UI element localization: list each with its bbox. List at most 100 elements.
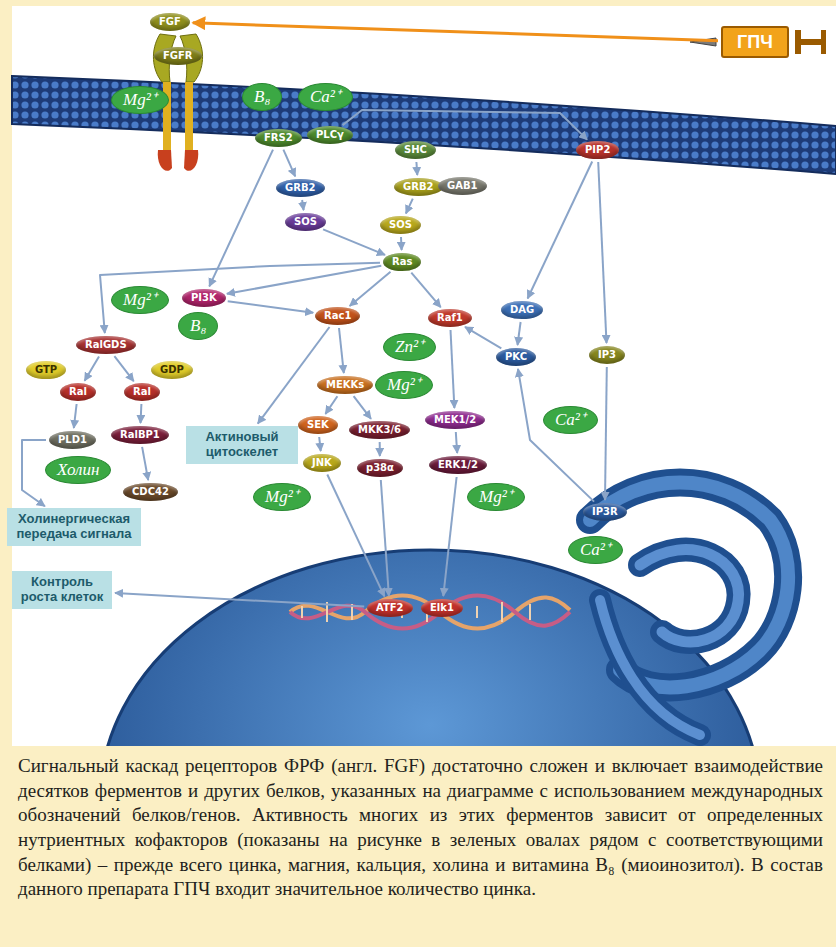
node-label: ERK1/2 [438, 459, 478, 470]
protein-oval: GAB1 [438, 177, 487, 195]
signal-arrow [465, 327, 501, 348]
protein-oval: SOS [380, 216, 421, 234]
cofactor-oval: Холин [45, 456, 111, 484]
node-label: FGF [159, 16, 181, 27]
protein-oval: IP3R [583, 503, 627, 521]
syringe-label: ГПЧ [721, 26, 789, 58]
node-label: MEK1/2 [434, 414, 476, 425]
node-label: RalBP1 [120, 429, 160, 440]
endoplasmic-reticulum [640, 550, 739, 642]
endoplasmic-reticulum [640, 550, 739, 642]
cofactor-oval: Mg²⁺ [111, 86, 169, 114]
endoplasmic-reticulum [600, 600, 700, 735]
receptor-kinase [158, 150, 172, 171]
cofactor-oval: Ca²⁺ [568, 536, 623, 564]
receptor-kinase [184, 150, 198, 171]
node-label: Zn²⁺ [395, 337, 424, 356]
signal-arrow [323, 229, 385, 255]
node-label: PLD1 [58, 434, 87, 445]
dna-strand [290, 596, 570, 629]
node-label: GAB1 [447, 180, 478, 191]
signal-arrow [140, 404, 143, 423]
node-label: Контроль роста клеток [18, 575, 106, 605]
signal-arrow [302, 200, 304, 210]
signal-arrow [343, 110, 587, 140]
dna-strand [290, 596, 570, 629]
protein-oval: Ral [124, 383, 160, 401]
node-label: GDP [160, 364, 184, 375]
signal-arrow [411, 273, 440, 308]
endoplasmic-reticulum [600, 600, 700, 735]
protein-oval: SHC [395, 141, 436, 159]
node-label: FRS2 [264, 132, 293, 143]
signal-arrow [283, 150, 295, 177]
node-label: Mg²⁺ [123, 290, 157, 309]
cofactor-oval: Mg²⁺ [467, 483, 525, 511]
node-label: Холинергическая передача сигнала [13, 512, 135, 542]
node-label: Ca²⁺ [555, 410, 586, 429]
signal-arrow [339, 328, 344, 373]
cofactor-oval: B₈ [242, 83, 282, 111]
signal-arrow [415, 162, 418, 175]
signal-arrow [258, 327, 330, 424]
node-label: Mg²⁺ [387, 375, 421, 394]
node-label: Rac1 [324, 310, 351, 321]
protein-oval: PIP2 [576, 141, 619, 159]
node-label: SOS [294, 216, 317, 227]
node-label: GTP [35, 364, 57, 375]
protein-oval: GDP [151, 361, 193, 379]
protein-oval: p38α [357, 459, 403, 477]
node-label: ATF2 [376, 602, 404, 613]
cofactor-oval: Ca²⁺ [298, 83, 353, 111]
syringe-plunger [801, 39, 821, 45]
cofactor-oval: Mg²⁺ [111, 286, 169, 314]
protein-oval: GTP [26, 361, 66, 379]
node-label: Ca²⁺ [310, 87, 341, 106]
node-label: B₈ [190, 316, 206, 335]
protein-oval: Rac1 [315, 307, 360, 325]
protein-oval: SOS [285, 213, 326, 231]
node-label: FGFR [163, 50, 193, 61]
protein-oval: GRB2 [394, 178, 443, 196]
protein-oval: SEK [298, 416, 338, 434]
signal-arrow [518, 322, 521, 345]
signal-arrow [400, 237, 403, 250]
node-label: PI3K [191, 292, 217, 303]
node-label: Mg²⁺ [479, 487, 513, 506]
protein-oval: RalBP1 [111, 426, 169, 444]
signal-arrow [406, 199, 413, 214]
node-label: CDC42 [132, 486, 169, 497]
signal-arrow [598, 162, 606, 343]
signal-arrow [228, 301, 314, 313]
figure-caption: Сигнальный каскад рецепторов ФРФ (англ. … [18, 754, 823, 902]
node-label: JNK [312, 457, 332, 468]
signal-arrow [325, 396, 337, 414]
node-label: Ral [133, 386, 151, 397]
node-label: Ras [392, 256, 412, 267]
cofactor-oval: Ca²⁺ [543, 406, 598, 434]
protein-oval: GRB2 [276, 179, 325, 197]
protein-oval: Ral [60, 383, 96, 401]
cell-membrane [12, 76, 836, 174]
signal-arrow [142, 447, 148, 480]
signal-arrow [381, 480, 389, 596]
signal-arrow [518, 369, 594, 502]
node-label: Mg²⁺ [123, 90, 157, 109]
node-label: Ca²⁺ [580, 540, 611, 559]
node-label: GRB2 [403, 181, 434, 192]
syringe-flange [795, 30, 801, 54]
node-label: MKK3/6 [358, 424, 401, 435]
node-label: Mg²⁺ [265, 487, 299, 506]
signal-arrow [85, 356, 99, 380]
node-label: Elk1 [430, 602, 454, 613]
signal-arrow [227, 266, 381, 294]
protein-oval: IP3 [589, 346, 625, 364]
node-label: SHC [404, 144, 427, 155]
node-label: p38α [366, 462, 394, 473]
node-label: PKC [505, 351, 527, 362]
node-label: B₈ [254, 87, 270, 106]
protein-oval: Ras [383, 253, 421, 271]
signal-arrow [319, 437, 321, 451]
node-label: Актиновый цитоскелет [192, 430, 292, 460]
protein-oval: RalGDS [76, 336, 136, 354]
